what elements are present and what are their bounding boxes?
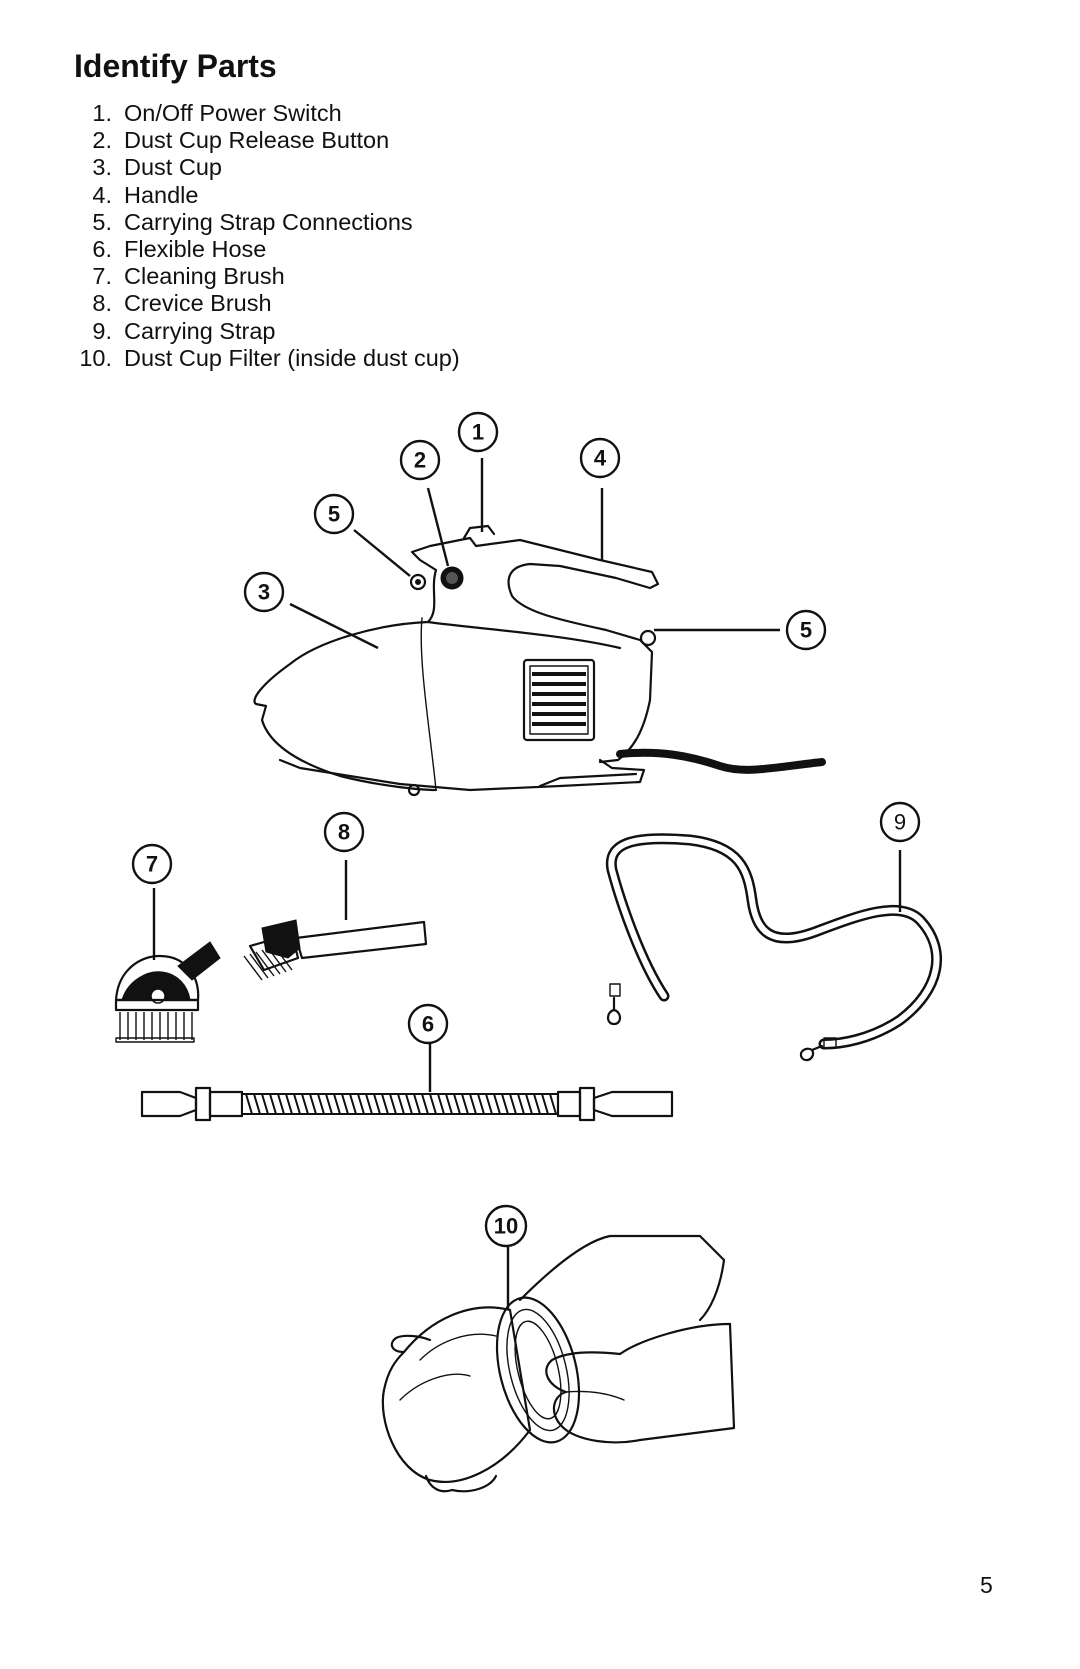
item-number: 10. [79,344,112,371]
carrying-strap-illustration [605,833,943,1062]
callout-8: 8 [323,811,365,853]
flexible-hose-illustration [140,1086,674,1122]
item-number: 3. [92,154,112,181]
item-label: Carrying Strap [124,317,276,344]
item-number: 9. [92,317,112,344]
page-title: Identify Parts [74,48,277,84]
parts-list: 1. On/Off Power Switch 2. Dust Cup Release… [74,100,460,372]
item-number: 4. [92,181,112,208]
crevice-brush-illustration [243,919,428,981]
callout-4: 4 [579,437,621,479]
item-label: Handle [124,181,199,208]
callout-1-number: 1 [472,420,484,445]
list-item: 6. Flexible Hose [74,236,460,263]
list-item: 4. Handle [74,182,460,209]
item-label: Flexible Hose [124,236,267,263]
callout-2: 2 [399,439,441,481]
item-label: Dust Cup Filter (inside dust cup) [124,344,460,371]
page-number: 5 [980,1572,993,1598]
callout-6-number: 6 [422,1012,434,1037]
item-number: 8. [92,290,112,317]
cleaning-brush-illustration [114,941,221,1043]
item-label: Cleaning Brush [124,263,285,290]
callout-2-number: 2 [414,448,426,473]
list-item: 1. On/Off Power Switch [74,100,460,127]
callout-6: 6 [407,1003,449,1045]
dust-cup-filter-illustration [381,1234,736,1493]
callout-1: 1 [457,411,499,453]
callout-5-rear-number: 5 [800,618,812,643]
list-item: 3. Dust Cup [74,154,460,181]
item-number: 6. [92,236,112,263]
list-item: 2. Dust Cup Release Button [74,127,460,154]
item-label: On/Off Power Switch [124,100,342,126]
callout-5-front: 5 [313,493,355,535]
list-item: 5. Carrying Strap Connections [74,209,460,236]
callout-7-number: 7 [146,852,158,877]
item-label: Crevice Brush [124,290,272,317]
item-label: Carrying Strap Connections [124,208,413,235]
callout-3-number: 3 [258,580,270,605]
item-number: 2. [92,127,112,154]
item-label: Dust Cup [124,154,222,181]
callout-5-front-number: 5 [328,502,340,527]
callout-8-number: 8 [338,820,350,845]
vacuum-body-illustration [253,524,826,797]
callout-5-rear: 5 [785,609,827,651]
item-number: 7. [92,263,112,290]
item-number: 1. [92,100,112,126]
callout-9: 9 [879,801,921,843]
callout-10-number: 10 [494,1214,518,1239]
list-item: 9. Carrying Strap [74,318,460,345]
callout-10: 10 [484,1204,528,1248]
item-label: Dust Cup Release Button [124,127,390,154]
callout-3: 3 [243,571,285,613]
callout-4-number: 4 [594,446,607,471]
callout-9-number: 9 [894,810,906,835]
callout-7: 7 [131,843,173,885]
leader-lines [152,458,902,1310]
list-item: 8. Crevice Brush [74,290,460,317]
list-item: 10. Dust Cup Filter (inside dust cup) [74,344,460,372]
item-number: 5. [92,208,112,235]
list-item: 7. Cleaning Brush [74,263,460,290]
